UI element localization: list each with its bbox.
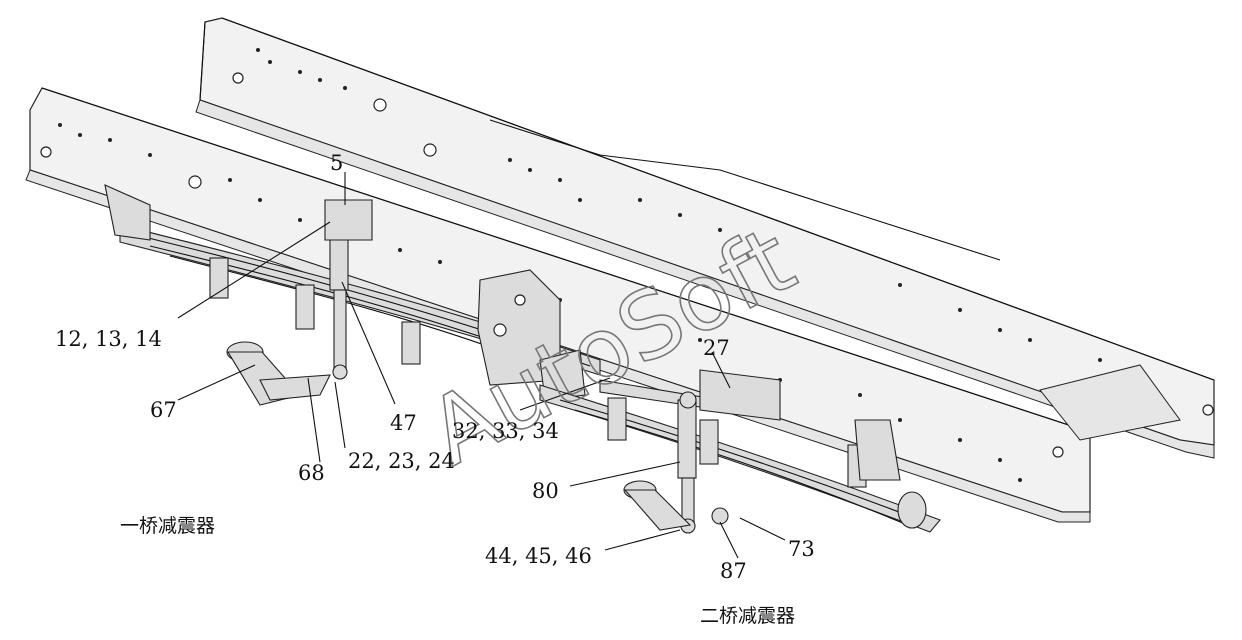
caption-rear-axle-shock: 二桥减震器 [700,605,795,627]
callout-80: 80 [532,479,559,503]
callout-32-33-34: 32, 33, 34 [452,419,559,443]
callout-68: 68 [298,461,325,485]
leader-lines [177,172,786,559]
callout-87: 87 [720,559,747,583]
rear-leaf-spring [539,384,941,533]
rear-frame-rail [195,17,1215,459]
callout-27: 27 [703,336,730,360]
callout-67: 67 [150,398,177,422]
callout-5: 5 [330,151,343,175]
callout-22-23-24: 22, 23, 24 [348,449,455,473]
front-axle-seat [226,341,331,406]
callout-12-13-14: 12, 13, 14 [55,327,162,351]
front-shock-absorber [324,199,373,380]
caption-front-axle-shock: 一桥减震器 [120,515,215,537]
rear-axle-seat [623,480,729,531]
cross-member [1039,364,1181,441]
rear-shock-absorber [677,391,697,534]
callout-44-45-46: 44, 45, 46 [485,544,592,568]
callout-73: 73 [788,537,815,561]
balance-bracket [477,269,586,401]
callout-47: 47 [390,411,417,435]
